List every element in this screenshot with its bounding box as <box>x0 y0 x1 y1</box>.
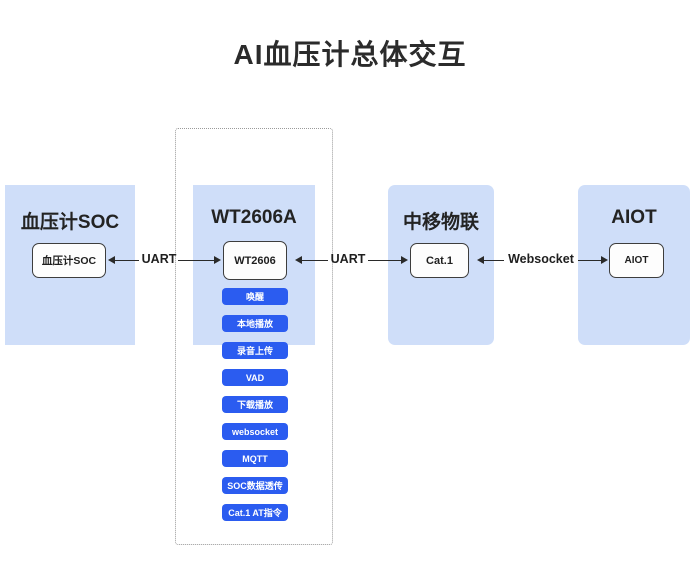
arrowhead-websocket-to-aiot <box>601 256 608 264</box>
wt2606a-module-boundary <box>175 128 333 545</box>
node-aiot[interactable]: AIOT <box>609 243 664 278</box>
feature-pill-websocket[interactable]: websocket <box>222 423 288 440</box>
feature-pill-download-play[interactable]: 下载播放 <box>222 396 288 413</box>
arrowhead-uart2-to-cat1 <box>401 256 408 264</box>
arrowhead-uart1-to-wt2606 <box>214 256 221 264</box>
connector-line-websocket-left <box>484 260 504 261</box>
node-cat1[interactable]: Cat.1 <box>410 243 469 278</box>
feature-pill-soc-passthrough[interactable]: SOC数据透传 <box>222 477 288 494</box>
panel-blood-pressure-soc: 血压计SOC <box>5 185 135 345</box>
connector-line-uart1-right <box>178 260 215 261</box>
feature-pill-record-upload[interactable]: 录音上传 <box>222 342 288 359</box>
node-blood-pressure-soc[interactable]: 血压计SOC <box>32 243 106 278</box>
feature-pill-vad[interactable]: VAD <box>222 369 288 386</box>
arrowhead-uart1-to-soc <box>108 256 115 264</box>
panel-title-aiot: AIOT <box>611 207 657 228</box>
connector-label-websocket: Websocket <box>508 252 574 266</box>
feature-pill-wakeup[interactable]: 唤醒 <box>222 288 288 305</box>
page-title: AI血压计总体交互 <box>233 39 467 70</box>
arrowhead-uart2-to-wt2606 <box>295 256 302 264</box>
feature-pill-local-playback[interactable]: 本地播放 <box>222 315 288 332</box>
connector-line-uart2-right <box>368 260 402 261</box>
connector-line-uart2-left <box>302 260 328 261</box>
panel-title-china-mobile-iot: 中移物联 <box>402 212 479 233</box>
connector-line-uart1-left <box>115 260 139 261</box>
node-wt2606[interactable]: WT2606 <box>223 241 287 280</box>
panel-title-blood-pressure-soc: 血压计SOC <box>20 212 120 233</box>
arrowhead-websocket-to-cat1 <box>477 256 484 264</box>
feature-pill-cat1-at-command[interactable]: Cat.1 AT指令 <box>222 504 288 521</box>
connector-label-uart-2: UART <box>330 252 366 266</box>
connector-line-websocket-right <box>578 260 602 261</box>
panel-title-wt2606a: WT2606A <box>211 207 297 228</box>
feature-pill-mqtt[interactable]: MQTT <box>222 450 288 467</box>
connector-label-uart-1: UART <box>141 252 177 266</box>
